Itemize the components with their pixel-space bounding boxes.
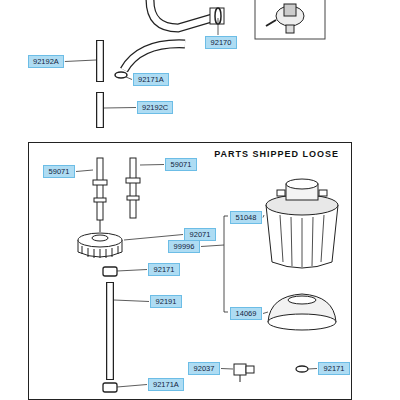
leader-line [221,368,233,370]
callout-number: 92170 [205,36,237,49]
leader-line [263,312,268,314]
callout-number: 14069 [230,307,262,320]
leader-line [218,18,219,35]
leader-line [140,164,164,166]
callout-number: 51048 [230,211,262,224]
callout-number: 92192C [137,101,173,114]
callout-number: 92171A [148,378,184,391]
box-heading: PARTS SHIPPED LOOSE [29,143,351,159]
callout-number: 59071 [43,165,75,178]
callout-number: 92171 [318,362,350,375]
callout-number: 92037 [188,362,220,375]
leader-line [201,245,224,247]
callout-number: 92171A [133,73,169,86]
leader-line [117,270,147,272]
callout-number: 59071 [165,158,197,171]
leader-line [308,368,317,370]
leader-line [117,385,147,388]
leader-line [65,60,96,62]
callout-number: 92171 [148,263,180,276]
leader-line [114,300,149,302]
leader-line [104,107,136,109]
callout-number: 99996 [168,240,200,253]
leader-line [263,215,264,218]
callout-number: 92191 [150,295,182,308]
leader-line [126,77,132,80]
callout-number: 92192A [28,55,64,68]
leader-line [76,170,93,172]
